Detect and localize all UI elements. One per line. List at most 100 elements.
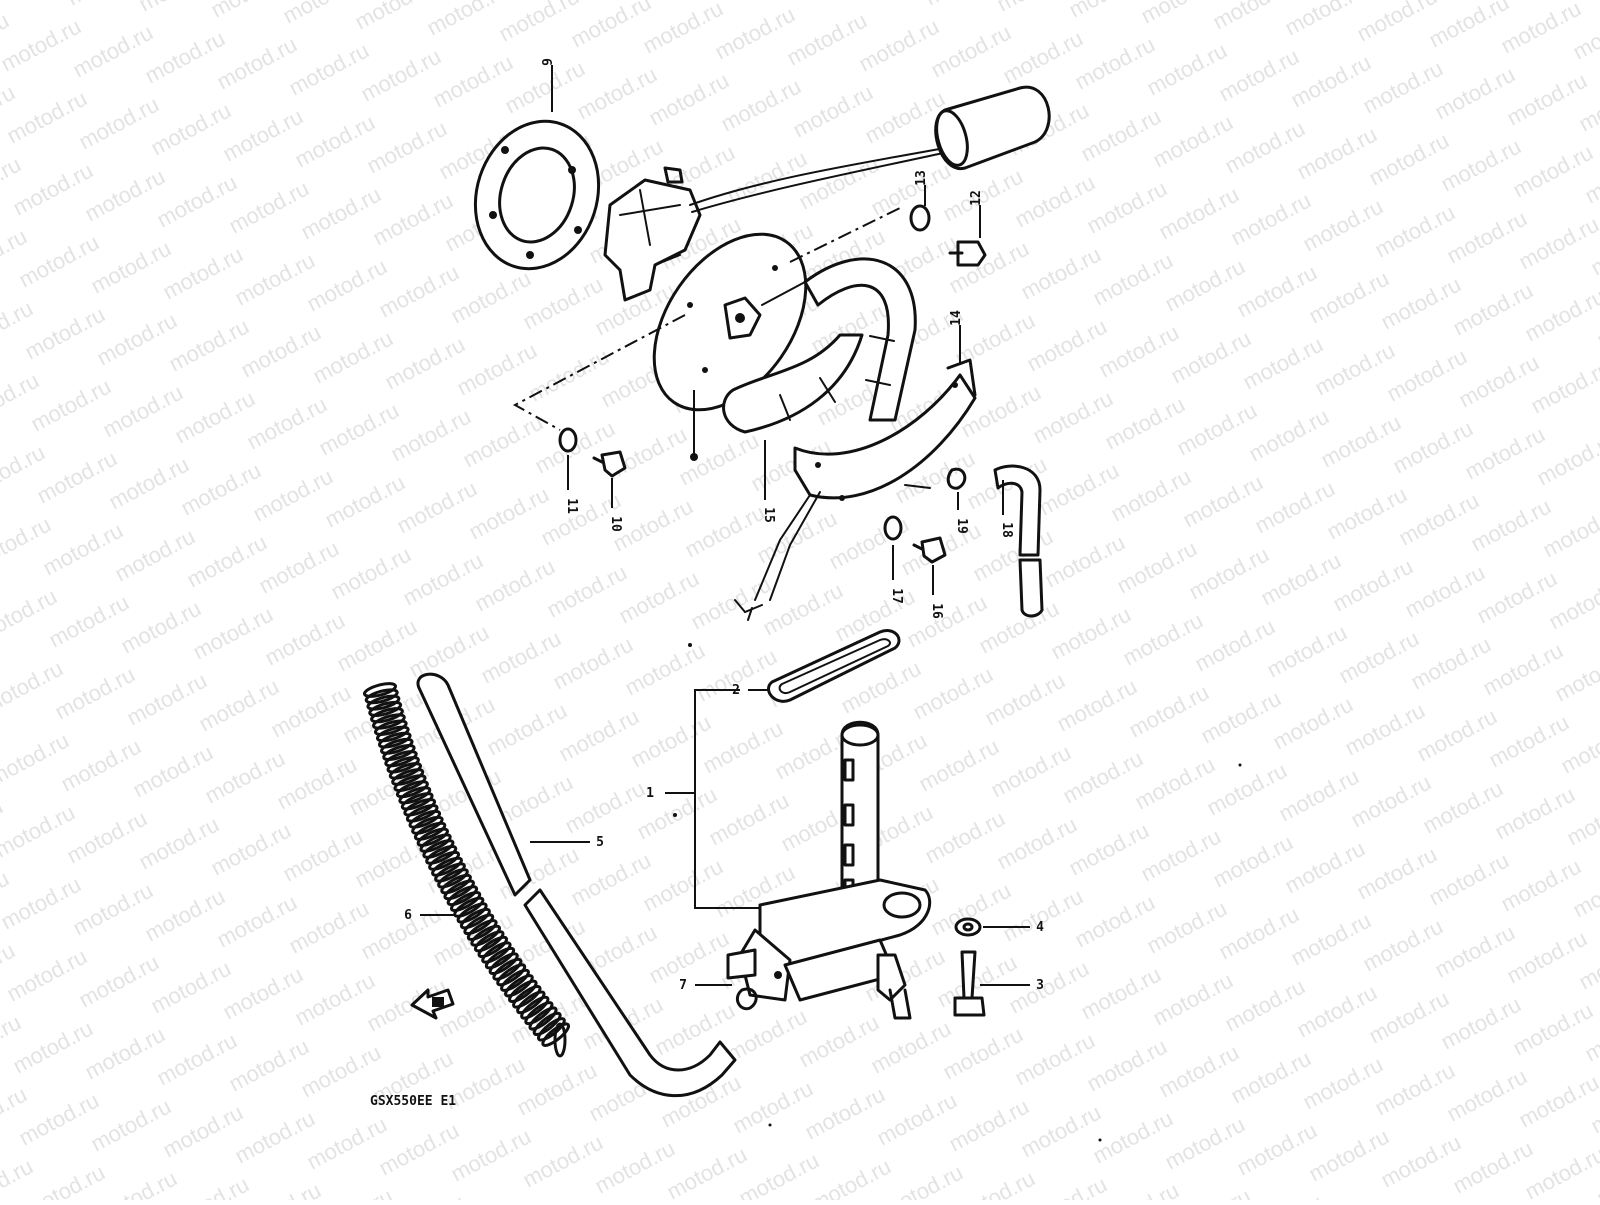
assembly-guide-line [789, 207, 901, 263]
assembly-bracket [665, 689, 760, 909]
washer-17-part [883, 515, 903, 580]
spring-coil-turn [488, 952, 519, 976]
part-label-15: 15 [761, 507, 776, 523]
part-label-1: 1 [646, 786, 654, 801]
spring-coil-turn [373, 719, 408, 736]
spring-coil-turn [500, 968, 530, 992]
spring-coil-turn [459, 907, 491, 930]
spring-coil-turn [408, 809, 442, 829]
part-label-6: 6 [404, 908, 412, 923]
spring-coil-turn [492, 957, 523, 981]
spring-coil-turn [370, 707, 404, 724]
spring-coil-turn [553, 1022, 567, 1058]
spring-coil-turn [516, 990, 546, 1015]
spring-coil-turn [484, 946, 516, 970]
washer-4-part [954, 917, 1030, 937]
watermark-text: motod.ru [423, 0, 511, 40]
part-label-5: 5 [596, 835, 604, 850]
spring-coil-turn [425, 845, 458, 865]
watermark-text: motod.ru [1239, 1190, 1327, 1200]
spring-coil-turn [386, 756, 420, 774]
spring-coil-turn [400, 792, 434, 811]
spring-coil-turn [528, 1006, 558, 1031]
watermark-text: motod.ru [879, 1160, 967, 1200]
watermark-text: motod.ru [381, 1190, 469, 1200]
part-label-9: 9 [541, 58, 556, 66]
part-label-11: 11 [564, 498, 579, 514]
part-label-3: 3 [1036, 978, 1044, 993]
clip-7-part [695, 984, 758, 1011]
spring-coil-turn [541, 1022, 571, 1047]
part-label-13: 13 [914, 170, 929, 186]
mounting-plate-part [652, 232, 808, 461]
model-code: GSX550EE E1 [370, 1094, 456, 1109]
spring-coil-turn [520, 995, 550, 1020]
spring-coil-turn [395, 780, 429, 799]
spring-coil-turn [378, 731, 412, 749]
spring-coil-turn [440, 873, 472, 895]
watermark-text: motod.ru [1311, 1196, 1399, 1200]
screw-10-part [592, 450, 627, 508]
spring-coil-turn [364, 688, 399, 705]
spring-coil-turn [380, 737, 414, 755]
fuel-hose-part [416, 672, 737, 1098]
watermark-text: motod.ru [1353, 0, 1441, 46]
spring-coil-turn [403, 798, 437, 817]
part-label-18: 18 [999, 522, 1014, 538]
watermark-text: motod.ru [453, 1196, 541, 1200]
spring-coil-turn [382, 743, 416, 762]
spring-coil-turn [405, 803, 439, 823]
spring-coil-turn [362, 682, 398, 698]
spring-coil-turn [477, 935, 509, 958]
spring-coil-turn [449, 891, 482, 912]
watermark-text: motod.ru [567, 0, 655, 52]
spring-coil-turn [428, 850, 461, 871]
screw-16-part [912, 536, 947, 595]
part-label-4: 4 [1036, 920, 1044, 935]
spring-coil-turn [504, 974, 534, 998]
spring-coil-turn [419, 833, 452, 853]
part-label-2: 2 [732, 683, 740, 698]
spring-coil-turn [384, 750, 418, 768]
spring-coil-turn [434, 862, 466, 883]
spring-coil-turn [416, 827, 449, 847]
watermark-text: motod.ru [807, 1154, 895, 1200]
screw-12-part [948, 205, 987, 267]
spring-coil-turn [512, 985, 542, 1009]
spring-coil-turn [437, 868, 469, 889]
spring-coil-turn [388, 762, 423, 780]
spring-coil-turn [398, 786, 432, 805]
part-label-12: 12 [969, 190, 984, 206]
watermark-text: motod.ru [0, 0, 79, 4]
spring-coil-turn [456, 902, 488, 924]
part-label-19: 19 [954, 518, 969, 534]
clip-19-part [946, 467, 967, 510]
spring-coil-turn [463, 913, 495, 936]
spring-coil-turn [411, 815, 444, 835]
watermark-text: motod.ru [495, 0, 583, 46]
watermark-text: motod.ru [21, 1160, 109, 1200]
watermark-text: motod.ru [0, 1154, 37, 1200]
spring-coil-turn [372, 713, 406, 730]
part-label-7: 7 [679, 978, 687, 993]
cushion-u-part [722, 257, 917, 500]
spring-coil-turn [473, 930, 505, 953]
watermark-text: motod.ru [1425, 0, 1513, 52]
spring-coil-turn [366, 694, 401, 711]
washer-11-part [558, 427, 578, 490]
spring-coil-turn [481, 941, 512, 964]
protector-cover-part [734, 325, 977, 621]
assembly-guide-line [512, 314, 686, 431]
spring-coil-turn [431, 856, 463, 877]
part-label-16: 16 [929, 603, 944, 619]
part-label-10: 10 [608, 516, 623, 532]
part-label-14: 14 [949, 310, 964, 326]
hose-18-part [993, 464, 1044, 618]
float-part [934, 85, 1051, 170]
gasket-ring-part [473, 65, 601, 271]
spring-coil-turn [368, 700, 403, 717]
spring-coil-turn [470, 924, 502, 947]
